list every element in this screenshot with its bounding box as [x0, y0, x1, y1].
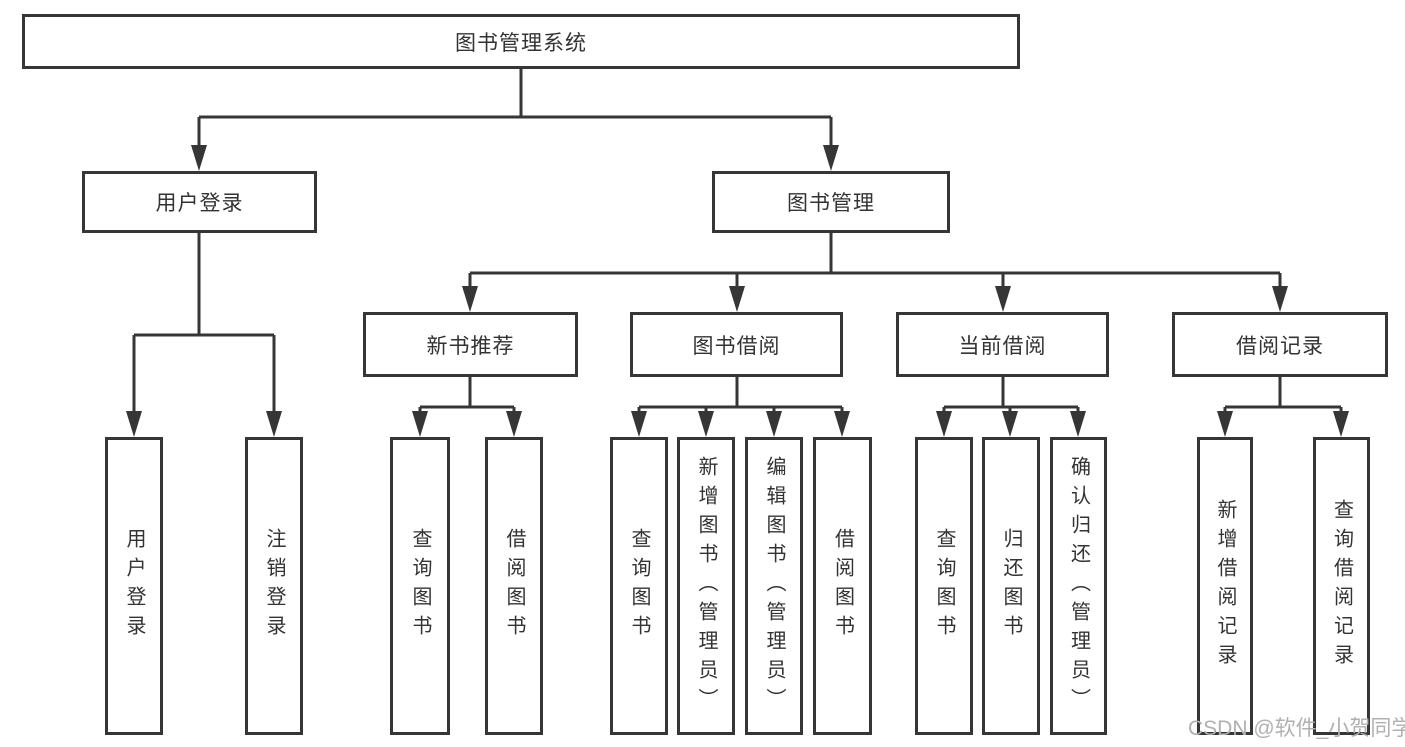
- node-user-login: 用户登录: [82, 171, 317, 233]
- node-library-management-system: 图书管理系统: [22, 14, 1020, 69]
- node-label: 新增借阅记录: [1214, 499, 1236, 673]
- node-label: 图书借阅: [692, 334, 781, 358]
- leaf-add-books-admin: 新增图书（管理员）: [677, 437, 735, 735]
- node-label: 借阅记录: [1236, 334, 1324, 358]
- node-label: 确认归还（管理员）: [1067, 455, 1090, 717]
- node-label: 图书管理系统: [455, 31, 587, 55]
- node-label: 新书推荐: [426, 334, 515, 358]
- node-book-borrow: 图书借阅: [630, 312, 843, 377]
- node-borrow-record: 借阅记录: [1172, 312, 1388, 377]
- leaf-query-books-borrow: 查询图书: [610, 437, 668, 735]
- leaf-borrow-books: 借阅图书: [813, 437, 872, 735]
- leaf-confirm-return-admin: 确认归还（管理员）: [1050, 437, 1107, 735]
- csdn-watermark: CSDN @软件_小贺同学: [1188, 717, 1405, 740]
- node-label: 归还图书: [1000, 528, 1022, 644]
- node-label: 新增图书（管理员）: [695, 455, 717, 717]
- leaf-query-books-recommend: 查询图书: [390, 437, 450, 735]
- node-label: 用户登录: [123, 528, 145, 644]
- leaf-user-login: 用户登录: [105, 437, 163, 735]
- leaf-return-books: 归还图书: [982, 437, 1040, 735]
- node-label: 当前借阅: [958, 334, 1047, 358]
- node-label: 查询图书: [628, 528, 650, 644]
- node-book-management: 图书管理: [712, 171, 950, 233]
- node-label: 注销登录: [263, 528, 285, 644]
- leaf-query-books-current: 查询图书: [915, 437, 973, 735]
- node-label: 查询图书: [409, 528, 431, 644]
- node-label: 用户登录: [155, 192, 244, 215]
- node-label: 查询借阅记录: [1330, 499, 1353, 673]
- node-label: 借阅图书: [831, 528, 854, 644]
- leaf-borrow-books-recommend: 借阅图书: [485, 437, 543, 735]
- node-label: 查询图书: [933, 528, 955, 644]
- leaf-edit-books-admin: 编辑图书（管理员）: [745, 437, 803, 735]
- leaf-logout: 注销登录: [245, 437, 303, 735]
- node-label: 借阅图书: [503, 528, 525, 644]
- node-current-borrow: 当前借阅: [896, 312, 1109, 377]
- node-new-book-recommend: 新书推荐: [363, 312, 578, 377]
- node-label: 编辑图书（管理员）: [763, 455, 785, 717]
- node-label: 图书管理: [787, 192, 875, 215]
- leaf-query-borrow-record: 查询借阅记录: [1313, 437, 1370, 735]
- leaf-add-borrow-record: 新增借阅记录: [1197, 437, 1253, 735]
